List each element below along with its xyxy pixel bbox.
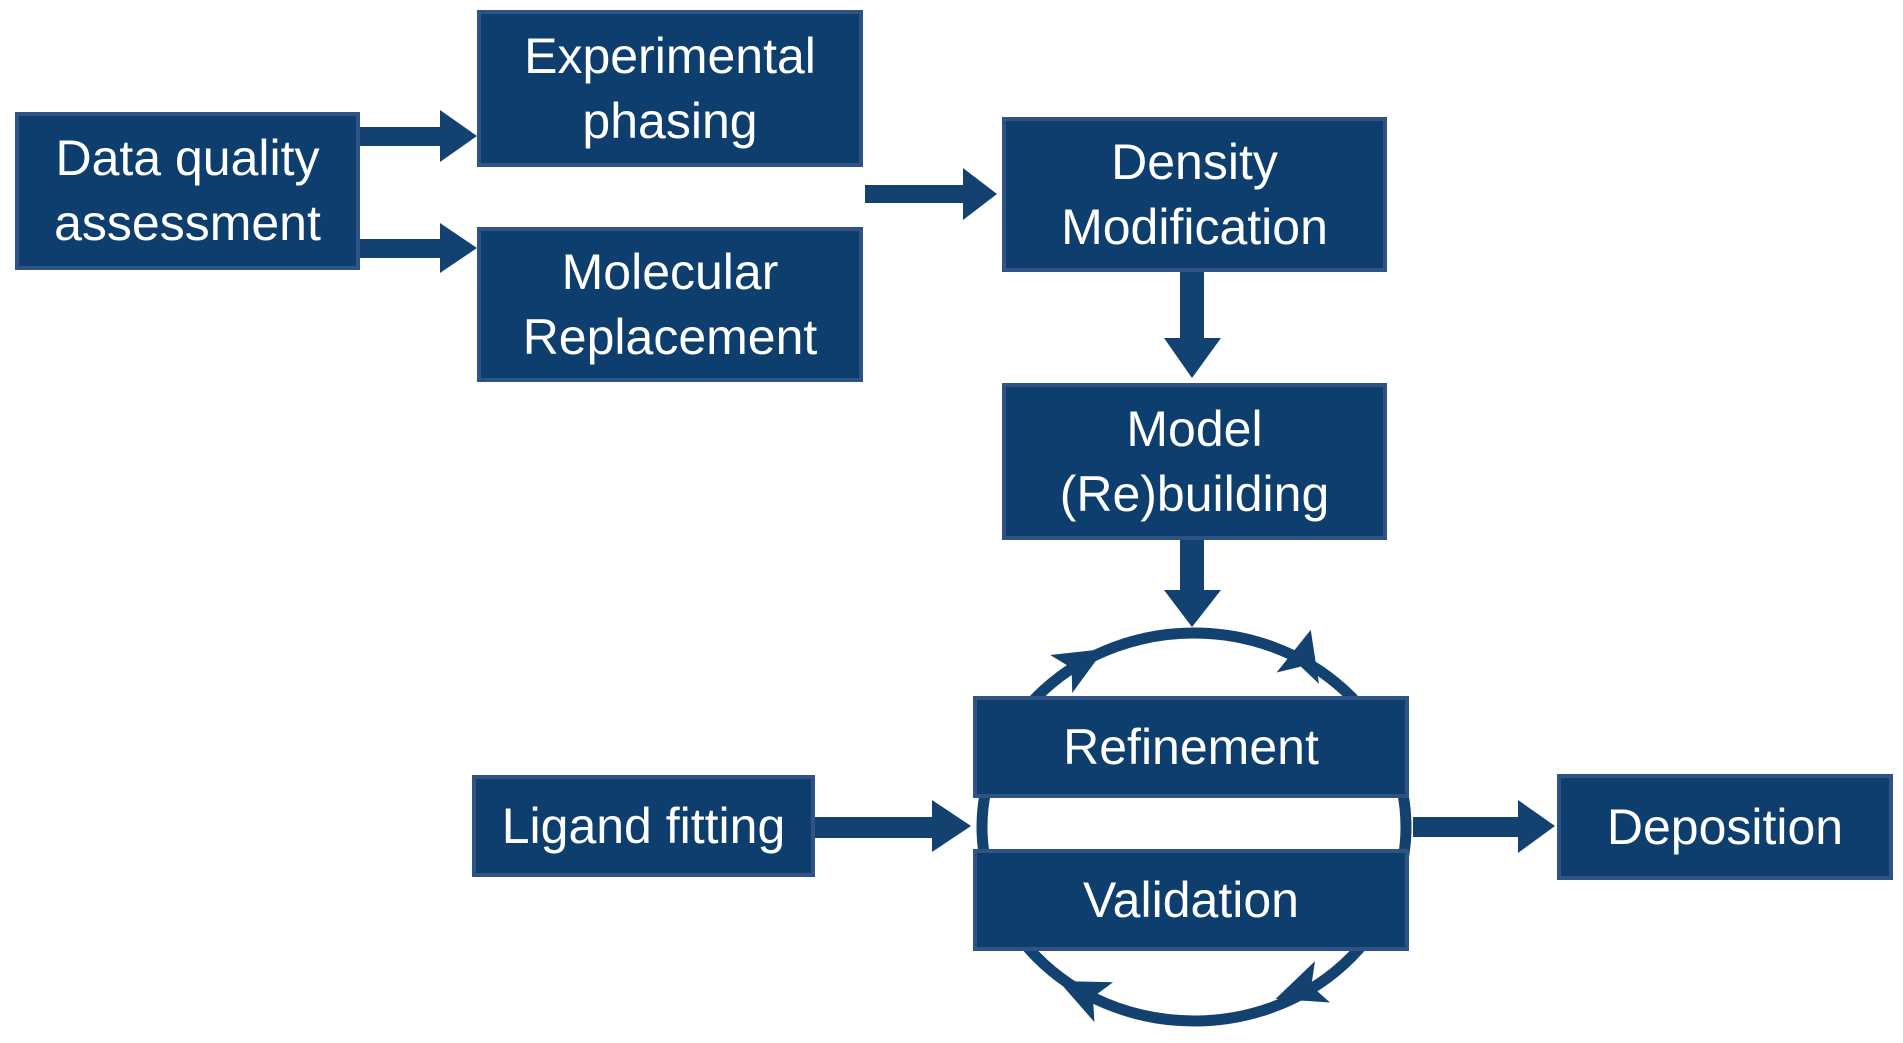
node-label: Model (Re)building (1059, 400, 1330, 522)
arrow-cycle-to-deposition (1413, 800, 1555, 853)
node-data-quality-assessment: Data quality assessment (15, 112, 360, 270)
node-label: Refinement (1063, 718, 1319, 775)
node-label: Experimental phasing (524, 27, 816, 149)
cycle-arrowhead-bottom-right-icon (1275, 961, 1331, 1003)
node-label: Molecular Replacement (522, 243, 818, 365)
node-model-rebuilding: Model (Re)building (1002, 383, 1387, 540)
arrow-phasing-to-density-modification (865, 168, 997, 220)
node-label: Deposition (1606, 798, 1844, 855)
arrow-density-to-model-rebuilding (1164, 272, 1221, 378)
node-ligand-fitting: Ligand fitting (472, 775, 815, 877)
arrow-dqa-to-molecular-replacement (358, 223, 477, 273)
node-validation: Validation (973, 849, 1409, 951)
arrow-model-to-cycle (1164, 540, 1221, 627)
node-refinement: Refinement (973, 696, 1409, 798)
node-label: Density Modification (1061, 133, 1328, 255)
node-label: Validation (1083, 871, 1299, 928)
cycle-arrowhead-bottom-left-icon (1058, 981, 1114, 1023)
node-label: Ligand fitting (501, 797, 786, 854)
node-molecular-replacement: Molecular Replacement (477, 227, 863, 382)
node-density-modification: Density Modification (1002, 117, 1387, 272)
cycle-arrowhead-top-right-icon (1276, 629, 1320, 684)
node-experimental-phasing: Experimental phasing (477, 10, 863, 167)
node-deposition: Deposition (1557, 774, 1893, 880)
node-label: Data quality assessment (54, 130, 321, 251)
cycle-arrowhead-top-left-icon (1050, 649, 1105, 694)
arrow-dqa-to-experimental-phasing (358, 110, 477, 162)
refinement-validation-cycle-ring (976, 627, 1412, 1027)
arrow-ligand-to-cycle (815, 800, 971, 852)
